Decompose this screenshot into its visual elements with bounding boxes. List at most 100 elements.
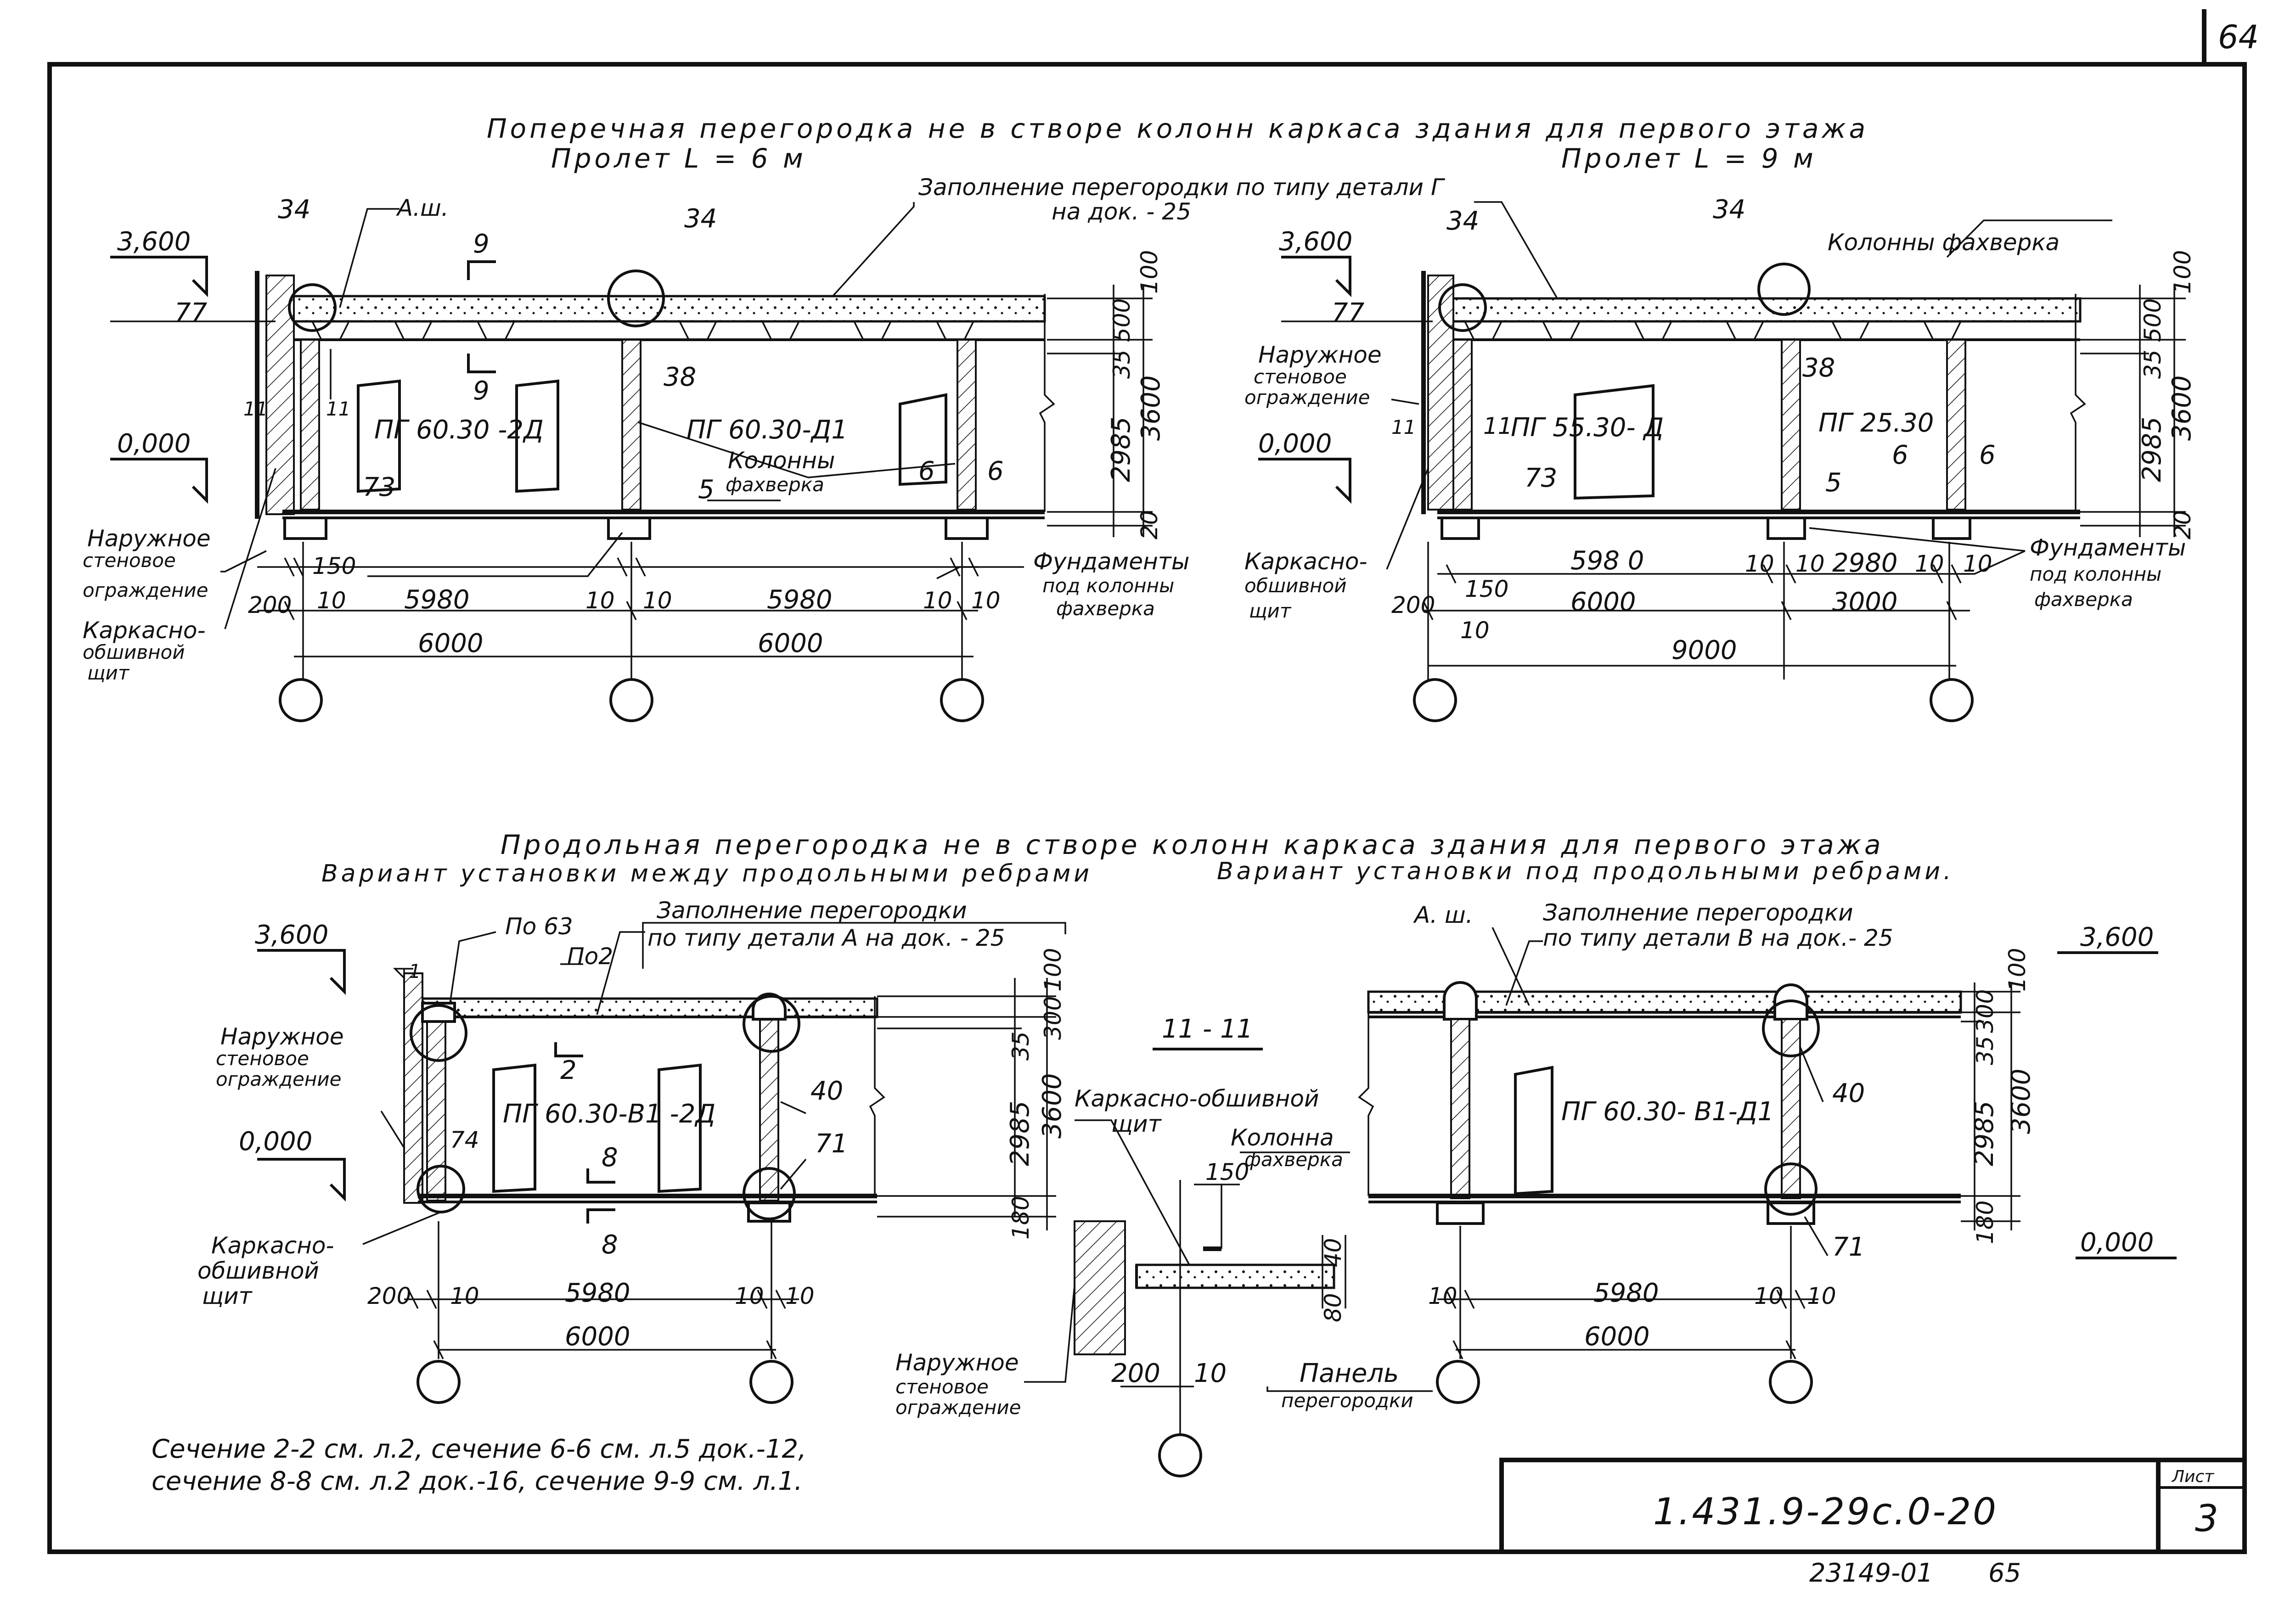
tr-elev-top: 3,600: [1279, 227, 1352, 257]
top-left-elevation: 3,600 77 0,000 34 34 А.ш. 9 9 38 11 11 7…: [83, 195, 1189, 722]
tl-panel-1: ПГ 60.30 -2Д: [374, 415, 544, 445]
tr-mark-11b: 11: [1483, 413, 1513, 439]
sec-wall-1: Наружное: [895, 1349, 1019, 1376]
bl-ref-po2: По2: [567, 943, 613, 970]
tl-d5980a: 5980: [404, 585, 470, 615]
br-v3600: 3600: [2006, 1068, 2036, 1134]
bottom-page: 65: [1988, 1558, 2021, 1588]
bl-mark-1: 1: [409, 960, 421, 982]
tr-shield-3: щит: [1249, 600, 1292, 622]
tr-d10e: 10: [1460, 617, 1490, 644]
fill-note-top-1: Заполнение перегородки по типу детали Г: [918, 174, 1446, 201]
tr-mark-38: 38: [1802, 353, 1835, 383]
sheet-label: Лист: [2171, 1467, 2214, 1486]
tr-d5980: 598 0: [1570, 546, 1644, 576]
section-11-11: 11 - 11 Каркасно-обшивной щит Колонна фа…: [895, 1014, 1433, 1477]
br-v35: 35: [1972, 1036, 1998, 1065]
tl-columns-1: Колонны: [728, 447, 835, 474]
bl-panel: ПГ 60.30-В1 -2Д: [503, 1099, 715, 1129]
tr-d2980: 2980: [1832, 548, 1898, 578]
tl-d10a: 10: [317, 587, 346, 614]
sec-panel-2: перегородки: [1281, 1389, 1413, 1412]
tr-d10d: 10: [1963, 550, 1992, 577]
br-v2985: 2985: [1970, 1100, 1999, 1166]
title-block: 1.431.9-29с.0-20 Лист 3: [1499, 1458, 2247, 1554]
bl-sec8-top: 8: [602, 1143, 618, 1173]
fill-note-top-2: на док. - 25: [1052, 198, 1191, 225]
bl-elev-top: 3,600: [255, 920, 328, 950]
tl-callout-34b: 34: [684, 204, 717, 234]
bl-d200: 200: [367, 1283, 411, 1309]
br-fill-2: по типу детали В на док.- 25: [1543, 925, 1893, 951]
tl-wall-3: ограждение: [83, 579, 208, 601]
tl-mark-38: 38: [664, 362, 696, 392]
sec-shield-2: щит: [1111, 1111, 1162, 1137]
bl-v2985: 2985: [1005, 1100, 1035, 1166]
tr-elev-zero: 0,000: [1258, 429, 1332, 459]
sec-column-1: Колонна: [1231, 1124, 1334, 1151]
br-d5980: 5980: [1593, 1278, 1659, 1308]
br-panel: ПГ 60.30- В1-Д1: [1561, 1097, 1774, 1127]
sec-panel-1: Панель: [1300, 1359, 1399, 1388]
bl-fill-1: Заполнение перегородки: [657, 897, 967, 924]
br-fill-1: Заполнение перегородки: [1543, 899, 1853, 926]
tl-d10e: 10: [971, 587, 1001, 614]
bl-v180: 180: [1007, 1196, 1034, 1240]
tl-shield-1: Каркасно-: [83, 617, 206, 644]
tl-wall-2: стеновое: [83, 549, 176, 572]
tl-mark-6a: 6: [918, 456, 935, 486]
bl-wall-2: стеновое: [216, 1047, 309, 1070]
br-d10a: 10: [1428, 1283, 1458, 1309]
bl-v3600: 3600: [1037, 1073, 1067, 1139]
bl-shield-2: обшивной: [197, 1258, 319, 1284]
tl-d6000a: 6000: [418, 629, 484, 658]
top-title: Поперечная перегородка не в створе колон…: [487, 113, 1868, 144]
tr-callout-34a: 34: [1446, 206, 1479, 236]
tr-d10c: 10: [1915, 550, 1944, 577]
bl-mark-71: 71: [815, 1129, 848, 1159]
bl-sec8-bottom: 8: [602, 1230, 618, 1260]
tr-d200: 200: [1391, 592, 1435, 618]
tr-v3600: 3600: [2167, 375, 2197, 441]
tr-v100: 100: [2169, 250, 2196, 294]
bl-d10b: 10: [735, 1283, 764, 1309]
tr-mark-6a: 6: [1892, 440, 1908, 470]
tr-d10a: 10: [1745, 550, 1774, 577]
tl-found-3: фахверка: [1056, 597, 1155, 620]
page-number: 64: [2218, 18, 2259, 56]
footnote: Сечение 2-2 см. л.2, сечение 6-6 см. л.5…: [152, 1434, 806, 1496]
tr-d6000: 6000: [1570, 587, 1636, 617]
tl-mark-11b: 11: [326, 398, 350, 420]
tl-v500: 500: [1109, 298, 1135, 342]
tl-d10c: 10: [643, 587, 672, 614]
sec-wall-2: стеновое: [895, 1375, 989, 1398]
footnote-line-1: Сечение 2-2 см. л.2, сечение 6-6 см. л.5…: [152, 1434, 806, 1464]
top-right-elevation: 3,600 77 0,000 34 34 38 11 11 73 5 6 6 П…: [1244, 195, 2197, 722]
sec-wall-3: ограждение: [895, 1396, 1021, 1419]
tl-callout-34a: 34: [278, 195, 310, 225]
bl-shield-1: Каркасно-: [211, 1232, 334, 1259]
sheet-frame: 64: [47, 9, 2259, 1554]
br-elev-top: 3,600: [2080, 922, 2154, 952]
br-ash: А. ш.: [1413, 902, 1473, 928]
tl-v35: 35: [1109, 349, 1135, 379]
br-v180: 180: [1972, 1201, 1998, 1244]
tr-d10b: 10: [1795, 550, 1825, 577]
tr-panel-1: ПГ 55.30- Д: [1511, 413, 1664, 443]
variant-left: Вариант установки между продольными ребр…: [321, 860, 1092, 887]
tl-d5980b: 5980: [767, 585, 833, 615]
tr-v35: 35: [2139, 349, 2166, 379]
br-elev-zero: 0,000: [2080, 1228, 2154, 1258]
tl-v20: 20: [1136, 510, 1163, 539]
tl-elev-top: 3,600: [117, 227, 191, 257]
tl-sec9-bottom: 9: [473, 376, 490, 406]
sec-title: 11 - 11: [1162, 1014, 1253, 1044]
tl-v2985: 2985: [1106, 416, 1136, 482]
bl-mark-40: 40: [810, 1076, 843, 1106]
tr-wall-2: стеновое: [1254, 365, 1347, 388]
tl-panel-2: ПГ 60.30-Д1: [687, 415, 848, 445]
br-d10b: 10: [1754, 1283, 1784, 1309]
tr-mark-77: 77: [1332, 298, 1365, 328]
tr-d3000: 3000: [1832, 587, 1898, 617]
bl-wall-1: Наружное: [220, 1023, 344, 1050]
